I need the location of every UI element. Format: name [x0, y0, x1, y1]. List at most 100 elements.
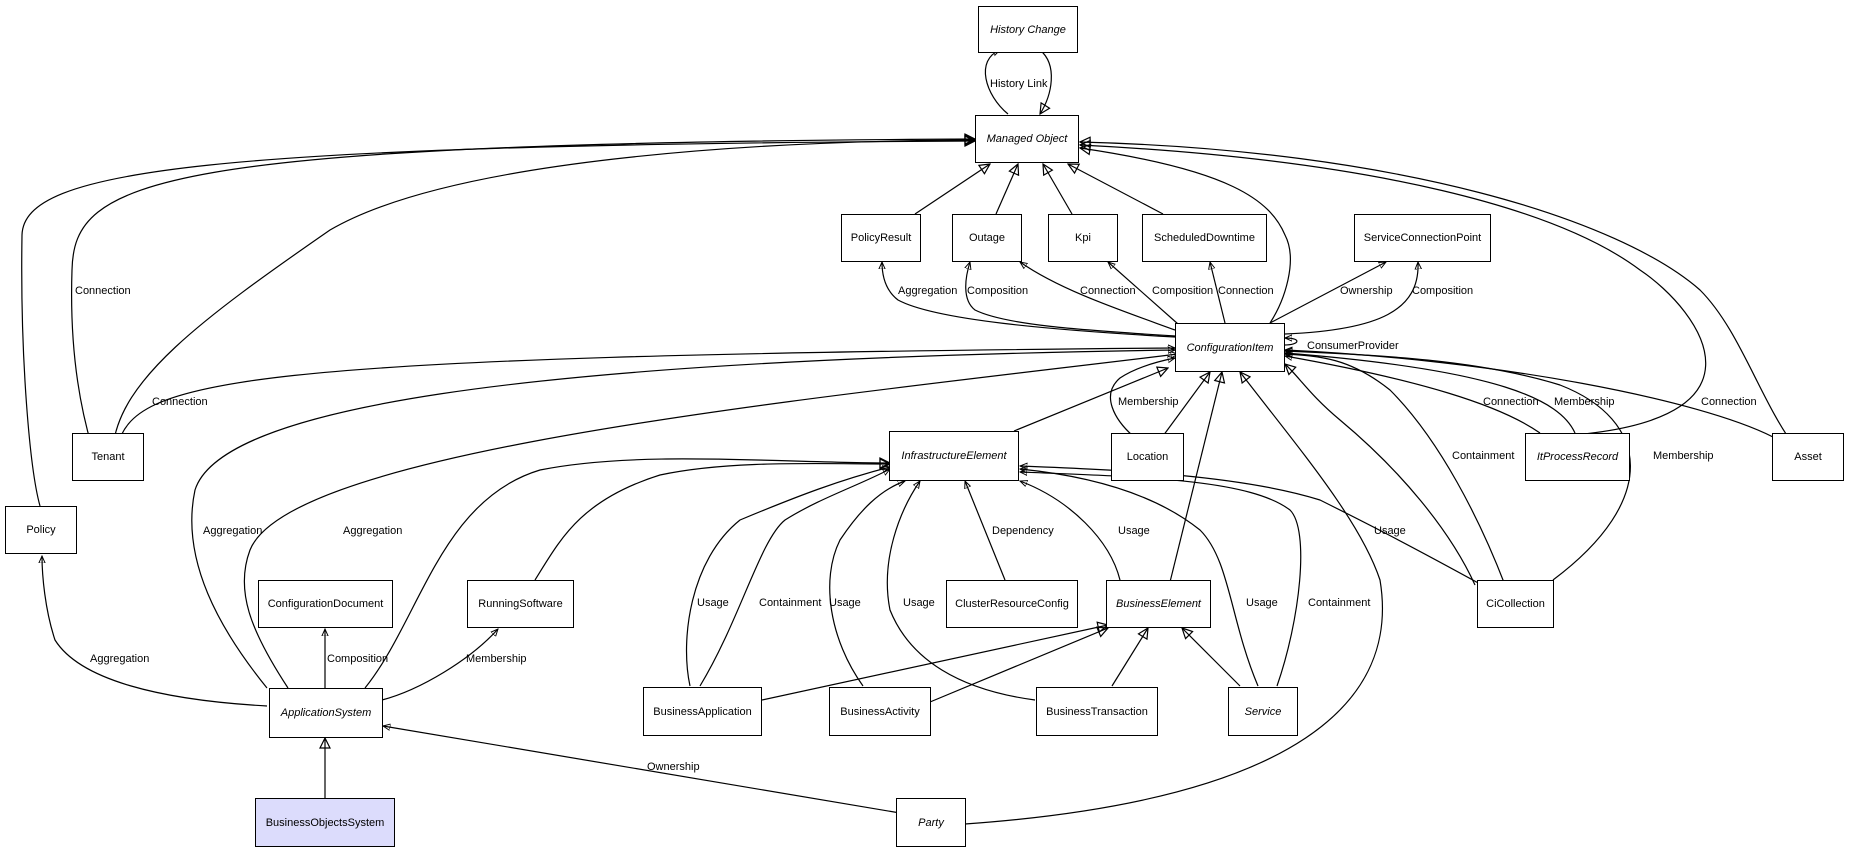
edge-service-ie-cont: [1020, 472, 1302, 687]
node-tenant[interactable]: Tenant: [72, 433, 144, 481]
node-cluster-resource-config[interactable]: ClusterResourceConfig: [946, 580, 1078, 628]
label-aggregation-appsys-1: Aggregation: [203, 525, 262, 537]
edge-party-ci: [964, 372, 1384, 825]
edge-bact-ie: [829, 481, 905, 687]
label-composition-kpi: Composition: [1152, 285, 1213, 297]
label-usage-btrans: Usage: [903, 597, 935, 609]
node-service[interactable]: Service: [1228, 687, 1298, 736]
edge-tenant-mo-gen: [112, 140, 975, 448]
label-ownership-party: Ownership: [647, 761, 700, 773]
node-history-change[interactable]: History Change: [978, 6, 1078, 53]
node-business-element[interactable]: BusinessElement: [1106, 580, 1211, 628]
node-managed-object[interactable]: Managed Object: [975, 115, 1079, 163]
label-membership-itpr: Membership: [1554, 396, 1615, 408]
label-connection-asset: Connection: [1701, 396, 1757, 408]
edge-kpi-mo: [1043, 164, 1073, 215]
node-business-application[interactable]: BusinessApplication: [643, 687, 762, 736]
node-scheduled-downtime[interactable]: ScheduledDowntime: [1142, 214, 1267, 262]
label-connection-itpr: Connection: [1483, 396, 1539, 408]
label-aggregation-appsys-2: Aggregation: [343, 525, 402, 537]
edge-bapp-ie-usage: [685, 467, 890, 687]
edge-cicol-ie: [1020, 466, 1483, 586]
edge-ci-self: [1283, 338, 1298, 346]
edge-service-be: [1182, 628, 1241, 687]
edge-outage-mo: [995, 164, 1018, 215]
label-membership-cicol: Membership: [1653, 450, 1714, 462]
node-business-objects-system[interactable]: BusinessObjectsSystem: [255, 798, 395, 847]
label-usage-cicol: Usage: [1374, 525, 1406, 537]
edge-ci-outage-conn: [1020, 262, 1176, 331]
edge-appsys-ie: [364, 459, 890, 689]
label-consumer-provider: ConsumerProvider: [1307, 340, 1399, 352]
edge-btrans-be: [1111, 628, 1148, 687]
node-infrastructure-element[interactable]: InfrastructureElement: [889, 431, 1019, 481]
edge-cicol-ci-1: [1285, 364, 1476, 586]
label-usage-be: Usage: [1118, 525, 1150, 537]
label-composition-confdoc: Composition: [327, 653, 388, 665]
node-policy-result[interactable]: PolicyResult: [841, 214, 921, 262]
node-service-connection-point[interactable]: ServiceConnectionPoint: [1354, 214, 1491, 262]
edge-asset-mo: [1080, 142, 1796, 448]
label-connection-tenant-ci: Connection: [152, 396, 208, 408]
label-connection-sd: Connection: [1218, 285, 1274, 297]
edge-itpr-ci-mem: [1285, 353, 1576, 434]
node-business-activity[interactable]: BusinessActivity: [829, 687, 931, 736]
edge-policyresult-mo: [914, 164, 990, 215]
edge-btrans-ie: [886, 481, 1036, 701]
edge-tenant-mo-conn: [70, 139, 975, 448]
edge-history-link: [984, 50, 1009, 115]
edge-ci-mo: [1080, 148, 1291, 324]
label-membership-location: Membership: [1118, 396, 1179, 408]
label-containment-cicol: Containment: [1452, 450, 1514, 462]
label-ownership-scp: Ownership: [1340, 285, 1393, 297]
edge-ie-ci: [1013, 368, 1168, 432]
edge-sd-mo: [1068, 164, 1164, 215]
node-outage[interactable]: Outage: [952, 214, 1022, 262]
edge-ci-scp-own: [1269, 262, 1386, 324]
label-usage-bapp: Usage: [697, 597, 729, 609]
node-configuration-document[interactable]: ConfigurationDocument: [258, 580, 393, 628]
edge-appsys-policy: [42, 556, 268, 707]
edge-policy-mo: [21, 141, 975, 507]
node-configuration-item[interactable]: ConfigurationItem: [1175, 323, 1285, 372]
label-usage-bact: Usage: [829, 597, 861, 609]
label-connection-outage: Connection: [1080, 285, 1136, 297]
edge-ci-kpi: [1108, 262, 1179, 325]
edge-cicol-ci-2: [1285, 354, 1506, 586]
label-containment-service: Containment: [1308, 597, 1370, 609]
edge-tenant-ci: [116, 348, 1175, 448]
edge-location-ci: [1162, 372, 1210, 437]
node-running-software[interactable]: RunningSoftware: [467, 580, 574, 628]
node-policy[interactable]: Policy: [5, 506, 77, 554]
edge-location-ci-mem: [1109, 358, 1175, 437]
edge-appsys-ci-2: [243, 354, 1178, 689]
label-aggregation-policyresult: Aggregation: [898, 285, 957, 297]
edge-appsys-rs: [381, 629, 498, 701]
edge-history-generalization: [1040, 49, 1052, 114]
label-dependency: Dependency: [992, 525, 1054, 537]
node-application-system[interactable]: ApplicationSystem: [269, 688, 383, 738]
edge-itpr-mo: [1080, 145, 1707, 438]
node-business-transaction[interactable]: BusinessTransaction: [1036, 687, 1158, 736]
edge-ci-sd: [1210, 262, 1226, 324]
node-kpi[interactable]: Kpi: [1048, 214, 1118, 262]
edge-rs-ie: [534, 464, 890, 581]
label-membership-rs: Membership: [466, 653, 527, 665]
label-composition-outage: Composition: [967, 285, 1028, 297]
node-location[interactable]: Location: [1111, 433, 1184, 481]
edge-ci-outage-comp: [966, 262, 1176, 337]
node-ci-collection[interactable]: CiCollection: [1477, 580, 1554, 628]
edge-party-appsys: [383, 726, 901, 814]
label-usage-service: Usage: [1246, 597, 1278, 609]
node-it-process-record[interactable]: ItProcessRecord: [1525, 433, 1630, 481]
edge-appsys-ci-1: [191, 350, 1175, 689]
node-asset[interactable]: Asset: [1772, 433, 1844, 481]
edge-ci-policyresult: [882, 262, 1176, 338]
label-aggregation-policy: Aggregation: [90, 653, 149, 665]
edge-ci-scp-comp: [1284, 262, 1418, 335]
edge-bapp-ie-cont: [699, 469, 890, 687]
edge-asset-ci: [1285, 350, 1774, 438]
node-party[interactable]: Party: [896, 798, 966, 847]
